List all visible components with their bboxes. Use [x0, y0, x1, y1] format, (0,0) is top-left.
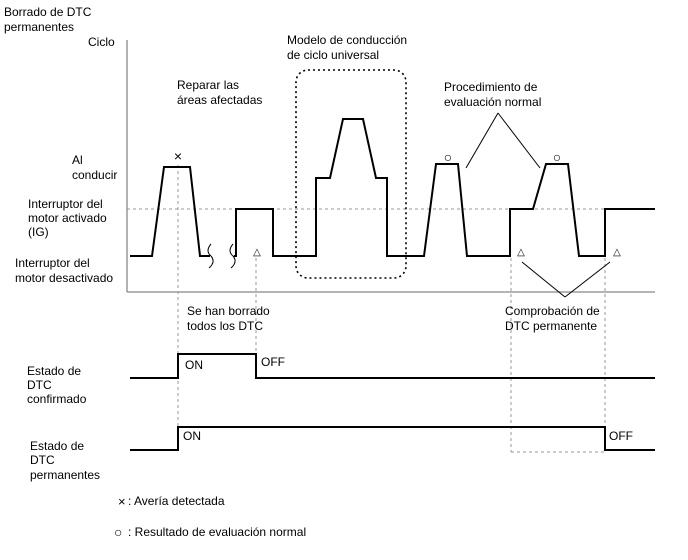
- confirmed-on-label: ON: [185, 358, 203, 372]
- diagram-title: Borrado de DTC permanentes: [4, 5, 95, 34]
- annotation-all-cleared: Se han borrado todos los DTC: [187, 304, 273, 333]
- confirmed-dtc-signal: [130, 353, 655, 379]
- driving-cycle-waveform-2: [234, 118, 655, 257]
- legend-normal-symbol: ○: [114, 524, 122, 540]
- annotation-permanent-check: Comprobación de DTC permanente: [505, 304, 603, 333]
- check-marker-cleared: △: [253, 247, 261, 258]
- annotation-repair: Reparar las áreas afectadas: [177, 78, 262, 107]
- normal-result-marker-2: ○: [553, 149, 561, 165]
- permanent-on-label: ON: [183, 429, 201, 443]
- annotation-normal-procedure: Procedimiento de evaluación normal: [444, 80, 541, 109]
- universal-cycle-box: [295, 69, 407, 279]
- repair-break-left: [207, 243, 214, 269]
- confirmed-dtc-label: Estado de DTC confirmado: [27, 364, 87, 406]
- legend-normal-text: : Resultado de evaluación normal: [128, 525, 306, 539]
- legend-fault-symbol: ×: [118, 494, 126, 509]
- permanent-off-label: OFF: [609, 429, 633, 443]
- repair-break-right: [229, 243, 236, 269]
- callout-check-left: [521, 261, 566, 298]
- normal-result-marker-1: ○: [444, 149, 452, 165]
- callout-procedure-right: [497, 112, 541, 169]
- check-marker-2: △: [613, 247, 621, 258]
- y-label-ignition-on: Interruptor del motor activado (IG): [28, 197, 110, 239]
- callout-check-right: [564, 261, 611, 298]
- check-marker-1: △: [517, 247, 525, 258]
- callout-procedure-left: [465, 112, 499, 169]
- fault-detected-marker: ×: [174, 148, 182, 164]
- y-label-cycle: Ciclo: [88, 35, 115, 49]
- annotation-universal-cycle: Modelo de conducción de ciclo universal: [287, 33, 410, 62]
- legend-fault-text: : Avería detectada: [128, 494, 225, 508]
- y-label-driving: Al conducir: [72, 153, 117, 182]
- y-label-ignition-off: Interruptor del motor desactivado: [15, 256, 113, 285]
- permanent-dtc-label: Estado de DTC permanentes: [30, 439, 100, 482]
- permanent-dtc-signal: [130, 426, 655, 451]
- driving-cycle-waveform: [130, 166, 210, 257]
- confirmed-off-label: OFF: [261, 355, 285, 369]
